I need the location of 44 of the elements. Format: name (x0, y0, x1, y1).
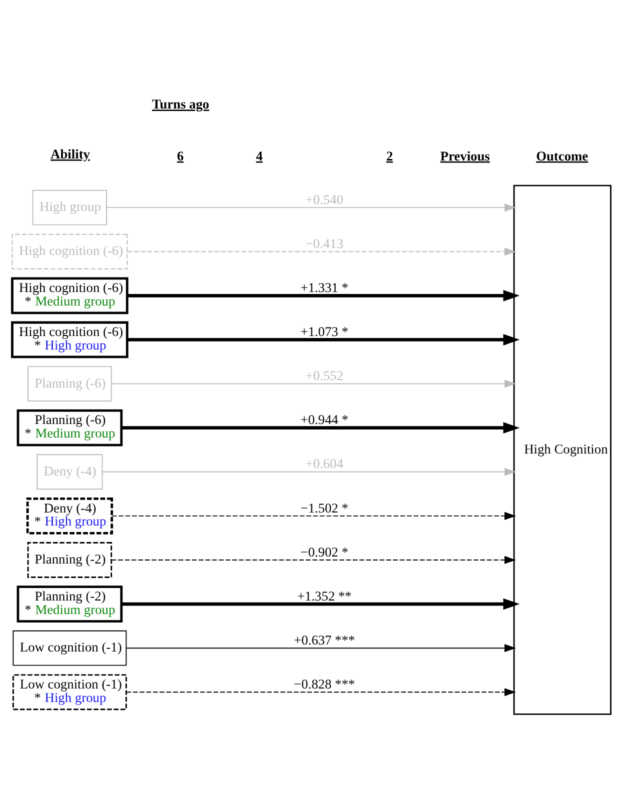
edge-label: +0.540 (306, 191, 344, 206)
node-box: High cognition (-6) * High group (11, 320, 128, 358)
arrow (122, 598, 520, 610)
node-box: Planning (-2) (27, 542, 112, 578)
node-box: High group (32, 189, 108, 225)
label: 4 (256, 148, 263, 163)
node-box: High cognition (-6) (12, 233, 128, 269)
node-box: Low cognition (-1) (12, 630, 127, 666)
edge-label: −0.413 (306, 235, 344, 250)
label: Previous (440, 148, 490, 163)
arrow (111, 379, 516, 388)
arrow (126, 688, 516, 696)
arrow (102, 467, 516, 476)
node-box: Planning (-6) (28, 366, 112, 401)
node-box: Low cognition (-1) * High group (12, 674, 127, 710)
node-box: High cognition (-6) * Medium group (11, 276, 128, 314)
label: Ability (50, 146, 90, 161)
arrow (111, 555, 516, 564)
label: Turns ago (152, 96, 210, 112)
edge-label: +1.073 * (300, 324, 348, 339)
node-box: Planning (-6) * Medium group (16, 408, 123, 446)
arrow (112, 511, 516, 520)
arrow (106, 203, 516, 212)
arrow (127, 289, 520, 301)
label: 2 (386, 148, 393, 163)
node-box: Planning (-2) * Medium group (16, 585, 123, 622)
node-box: Deny (-4) (36, 454, 103, 490)
arrow (126, 644, 516, 652)
edge-label: −0.828 *** (294, 676, 355, 692)
label: 6 (176, 148, 184, 163)
node-box: High Cognition (513, 184, 612, 714)
edge-label: +0.944 * (300, 412, 348, 427)
edge-label: −1.502 * (300, 500, 348, 515)
edge-label: −0.902 * (300, 544, 348, 559)
edge-label: +0.637 *** (294, 632, 355, 647)
label: Outcome (536, 148, 588, 163)
arrow (122, 422, 520, 434)
edge-label: +1.352 ** (297, 588, 352, 603)
node-box: Deny (-4) * High group (26, 497, 114, 534)
arrow (127, 334, 520, 345)
edge-label: +0.604 (306, 456, 344, 471)
arrow (126, 247, 516, 256)
edge-label: +1.331 * (300, 280, 348, 295)
edge-label: +0.552 (306, 368, 344, 383)
